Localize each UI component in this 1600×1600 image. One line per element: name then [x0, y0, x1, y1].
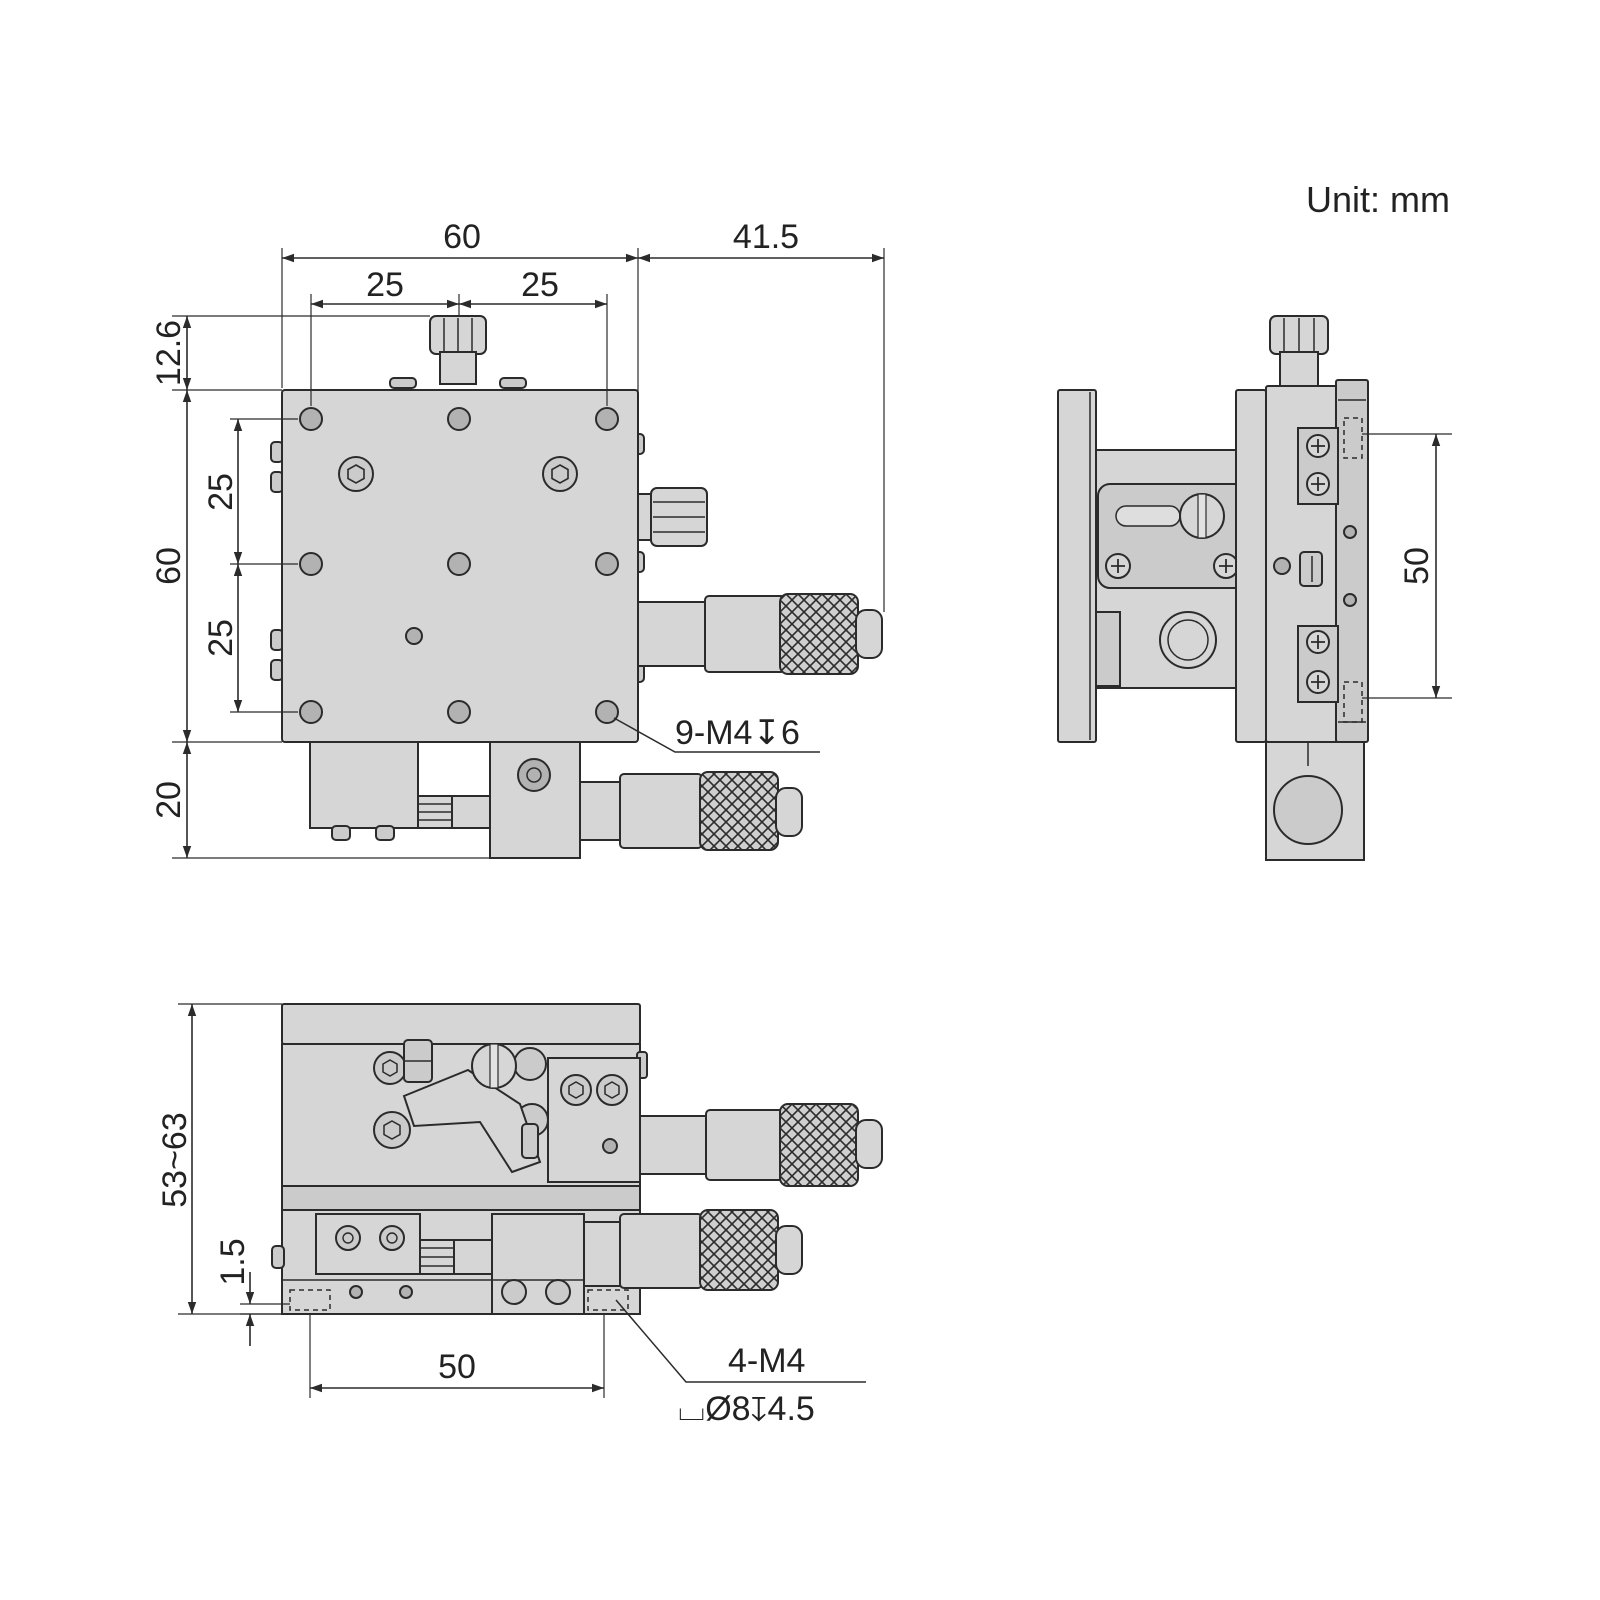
right-adjust-knob	[636, 487, 708, 547]
dim-base-offset: 1.5	[214, 1238, 252, 1285]
dim-hole-pitch-right: 25	[521, 266, 559, 304]
lower-stage	[309, 741, 581, 859]
callout-tapped-holes: 9-M4↧6	[675, 714, 800, 752]
top-view: 60 41.5 25 25 12.6 60 25 25 20 9-	[150, 218, 885, 859]
dim-front-mount-spacing: 50	[438, 1348, 476, 1386]
hex-socket-screw	[373, 1047, 549, 1149]
dim-side-mount-spacing: 50	[1398, 547, 1436, 585]
dim-lower-stage-offset: 20	[150, 781, 188, 819]
dim-overall-width: 60	[443, 218, 481, 256]
callout-counterbore-line1: 4-M4	[728, 1342, 805, 1380]
phillips-screw	[1297, 427, 1339, 703]
tapped-holes	[299, 407, 619, 724]
front-view: 53~63 1.5 50 4-M4 ⌴Ø8↧4.5	[156, 1003, 883, 1428]
upper-micrometer-front	[639, 1103, 883, 1187]
upper-micrometer	[636, 593, 883, 675]
callout-counterbore-line2: ⌴Ø8↧4.5	[678, 1390, 815, 1428]
dim-micrometer-extension: 41.5	[733, 218, 799, 256]
dim-hole-pitch-left: 25	[366, 266, 404, 304]
top-adjust-knob	[389, 315, 527, 389]
side-view: 50	[1057, 315, 1452, 861]
slotted-screw	[471, 1043, 517, 1089]
dim-overall-height: 60	[150, 547, 188, 585]
dim-knob-height: 12.6	[150, 320, 188, 386]
slotted-screw	[1179, 493, 1225, 539]
hex-socket-screw	[338, 456, 578, 492]
phillips-screw	[1105, 553, 1239, 579]
lower-micrometer-front	[583, 1209, 803, 1291]
dim-hole-pitch-lower: 25	[202, 619, 240, 657]
lower-micrometer	[579, 771, 803, 851]
unit-label: Unit: mm	[1306, 179, 1450, 220]
dim-hole-pitch-upper: 25	[202, 473, 240, 511]
dim-height-range: 53~63	[156, 1112, 194, 1208]
